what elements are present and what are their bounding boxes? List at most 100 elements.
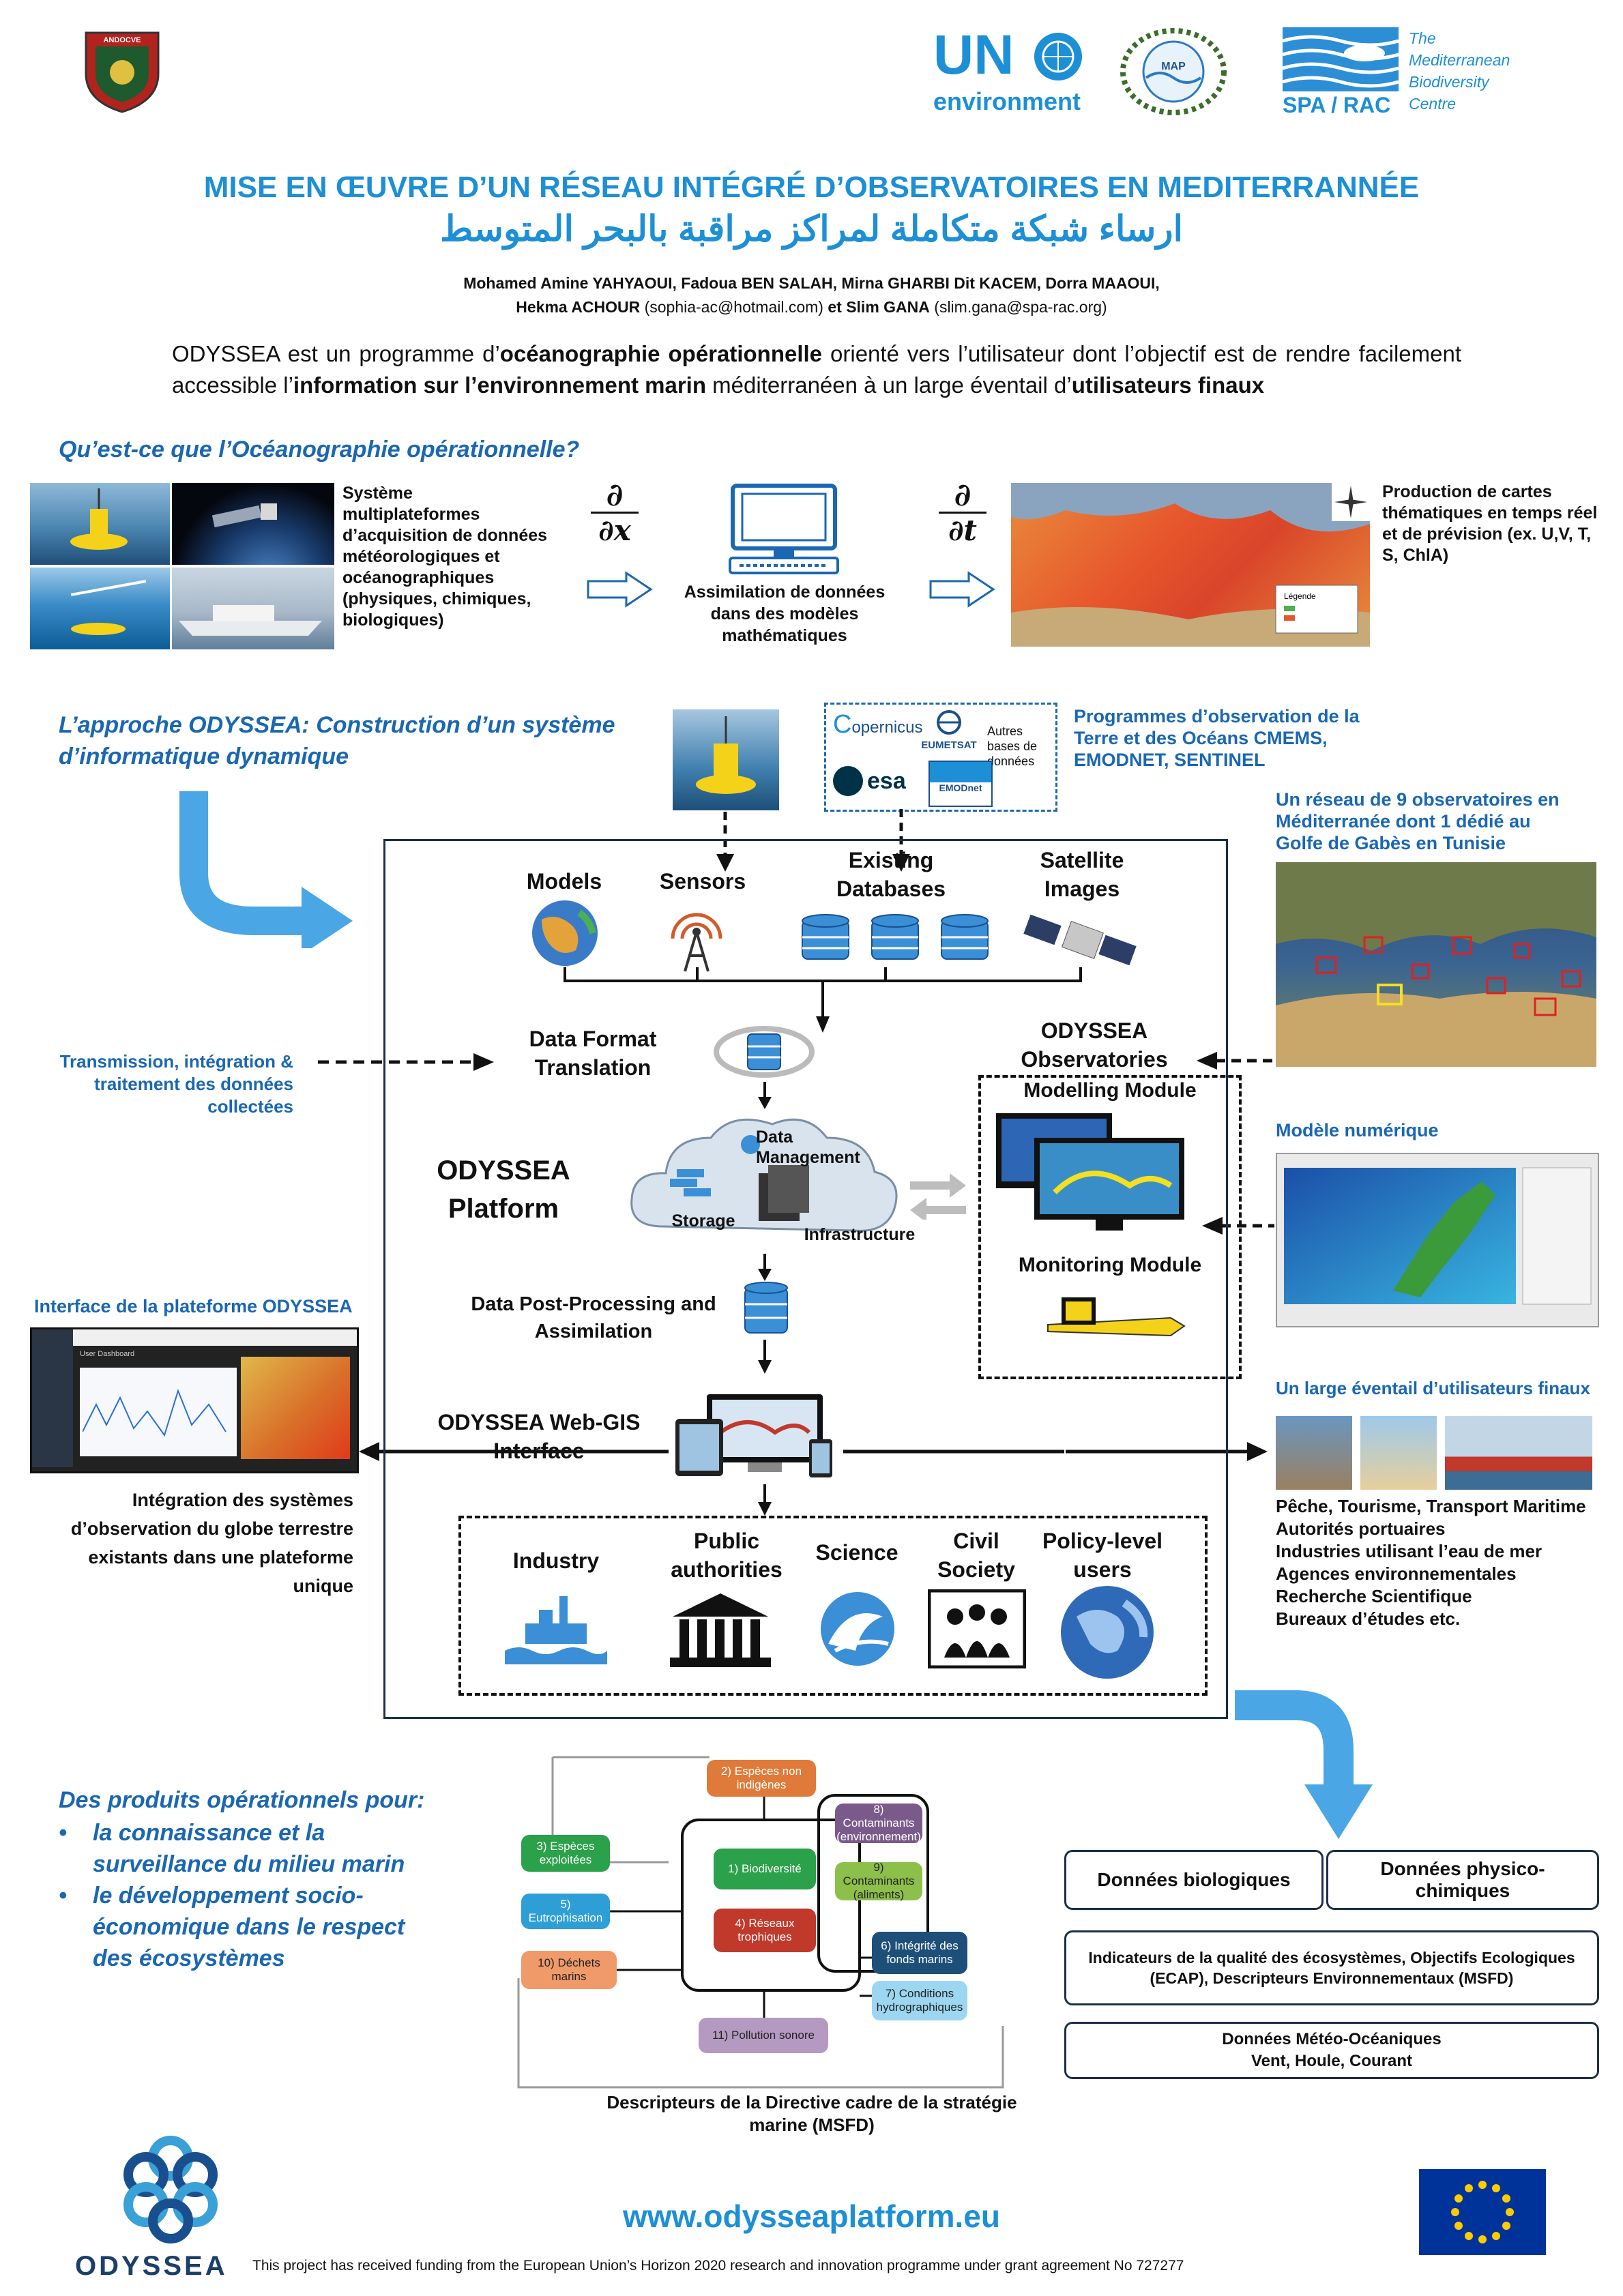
eumetsat-label: EUMETSAT (921, 739, 977, 751)
box-biological-data: Données biologiques (1064, 1850, 1324, 1910)
devices-icon (673, 1392, 836, 1477)
transmission-text: Transmission, intégration & traitement d… (59, 1051, 293, 1117)
authors-and: et (828, 298, 842, 316)
bullet-developpement: le développement socio-économique dans l… (59, 1880, 441, 1974)
modele-label: Modèle numérique (1276, 1120, 1439, 1140)
sync-arrows-icon (907, 1168, 969, 1222)
bullet-connaissance: la connaissance et la surveillance du mi… (59, 1817, 441, 1880)
dt-denominator: ∂t (948, 514, 977, 547)
spa-rac-logo: The Mediterranean Biodiversity Centre SP… (1282, 27, 1510, 117)
arrow-down-webgis (755, 1340, 775, 1374)
maritime-photo (1445, 1416, 1592, 1490)
author-achour: Hekma ACHOUR (516, 298, 641, 316)
platform-frame (383, 839, 1228, 1719)
section2-title: L’approche ODYSSEA: Construction d’un sy… (59, 712, 615, 769)
monitoring-device-icon (1034, 1284, 1191, 1359)
compass-rose-icon (1332, 483, 1370, 521)
storage-label: Storage (671, 1211, 735, 1231)
sensors-label: Sensors (659, 869, 746, 894)
email-achour: (sophia-ac@hotmail.com) (644, 298, 823, 316)
arrow-down-postproc (755, 1254, 775, 1281)
tourism-photo (1360, 1416, 1437, 1490)
spa-rac-label: SPA / RAC (1283, 93, 1391, 117)
msfd-node-2: 2) Espèces non indigènes (707, 1760, 816, 1797)
stakeholder-public-label: Public authorities (671, 1529, 783, 1582)
msfd-node-5: 5) Eutrophisation (521, 1894, 610, 1929)
antenna-icon (659, 904, 734, 973)
programmes-text: Programmes d’observation de la Terre et … (1074, 706, 1360, 770)
reseau-text: Un réseau de 9 observatoires en Méditerr… (1276, 789, 1560, 853)
msfd-node-3: 3) Espèces exploitées (521, 1835, 610, 1872)
left-arrow-interface (356, 1439, 540, 1464)
odyssea-brand: ODYSSEA (75, 2251, 228, 2281)
meteo-line2: Vent, Houle, Courant (1251, 2052, 1412, 2070)
partial-dt: ∂ ∂t (939, 477, 986, 548)
stakeholder-civil-label: Civil Society (937, 1529, 1015, 1582)
numerical-model-screen (1276, 1153, 1599, 1327)
eumetsat-logo: EUMETSAT (915, 709, 983, 751)
satellite-photo (172, 483, 334, 565)
intro-bold-2: information sur l’environnement marin (293, 372, 707, 398)
spa-rac-title: The Mediterranean Biodiversity Centre (1409, 29, 1510, 113)
map-logo: MAP (1119, 27, 1228, 116)
section3-title: Des produits opérationnels pour: (59, 1787, 425, 1813)
observatories-label: ODYSSEA Observatories (1021, 1018, 1168, 1072)
policy-globe-icon (1056, 1583, 1158, 1682)
stakeholder-policy-label: Policy-level users (1042, 1529, 1163, 1582)
author-gana: Slim GANA (846, 298, 930, 316)
msfd-node-1: 1) Biodiversité (714, 1849, 816, 1889)
website-link[interactable]: www.odysseaplatform.eu (623, 2198, 1000, 2234)
msfd-node-10: 10) Déchets marins (521, 1951, 617, 1989)
msfd-node-11: 11) Pollution sonore (699, 2018, 828, 2053)
msfd-node-9: 9) Contaminants (aliments) (835, 1861, 922, 1901)
industry-icon (505, 1589, 607, 1664)
section3-bullets: la connaissance et la surveillance du mi… (59, 1817, 441, 1974)
databases-icon (800, 914, 997, 966)
stakeholder-science-label: Science (815, 1540, 898, 1565)
esa-label: esa (867, 767, 906, 794)
infrastructure-label: Infrastructure (804, 1225, 916, 1244)
copernicus-label: opernicus (851, 718, 923, 737)
un-sub-label: environment (933, 87, 1081, 115)
interface-label: Interface de la plateforme ODYSSEA (34, 1296, 353, 1316)
satellite-icon (1019, 899, 1142, 974)
webgis-label: ODYSSEA Web-GIS Interface (437, 1410, 641, 1463)
dashed-arrow-observatories (1195, 1050, 1274, 1071)
right-arrow-users (1066, 1439, 1270, 1464)
msfd-diagram: 2) Espèces non indigènes 3) Espèces expl… (512, 1753, 1030, 2094)
assimilation-text: Assimilation de données dans des modèles… (684, 583, 886, 645)
user-item-2: Autorités portuaires (1276, 1518, 1446, 1539)
interface-screenshot: User Dashboard (30, 1327, 359, 1473)
eu-flag-icon (1419, 2169, 1546, 2255)
email-gana: (slim.gana@spa-rac.org) (934, 298, 1107, 316)
user-item-6: Bureaux d’études etc. (1276, 1608, 1461, 1629)
buoy-photo (30, 483, 170, 565)
intro-text-1: ODYSSEA est un programme d’ (172, 341, 500, 366)
msfd-node-7: 7) Conditions hydrographiques (872, 1981, 967, 2020)
andocve-label: ANDOCVE (103, 36, 141, 44)
intro-text-3: méditerranéen à un large éventail d’ (706, 372, 1072, 398)
box-meteo-ocean: Données Météo-Océaniques Vent, Houle, Co… (1064, 2022, 1599, 2079)
integration-text: Intégration des systèmes d’observation d… (70, 1490, 353, 1596)
arrow-down-stakeholders (755, 1484, 775, 1516)
observatories-map (1276, 862, 1596, 1067)
observatories-box (978, 1075, 1242, 1379)
intro-bold-1: océanographie opérationnelle (499, 341, 823, 366)
data-format-label: Data Format Translation (529, 1027, 657, 1080)
users-list: Pêche, Tourisme, Transport Maritime Auto… (1276, 1495, 1586, 1630)
partial-dx: ∂ ∂x (591, 477, 639, 548)
un-label: UN (933, 24, 1014, 86)
postproc-db-icon (742, 1281, 790, 1338)
globe-icon (514, 899, 615, 967)
msfd-caption: Descripteurs de la Directive cadre de la… (606, 2092, 1017, 2135)
autres-bases-label: Autres bases de données (987, 724, 1038, 768)
data-management-label: Data Management (756, 1128, 860, 1167)
msfd-node-6: 6) Intégrité des fonds marins (872, 1932, 967, 1974)
andocve-logo: ANDOCVE (81, 26, 164, 113)
buoy-photo-2 (673, 709, 779, 810)
platform-name-label: ODYSSEA Platform (437, 1156, 570, 1224)
dashed-arrow-modele (1201, 1216, 1274, 1236)
modelling-monitor-icon (993, 1110, 1198, 1233)
emodnet-label: EMODnet (939, 782, 982, 793)
user-item-3: Industries utilisant l’eau de mer (1276, 1541, 1542, 1561)
